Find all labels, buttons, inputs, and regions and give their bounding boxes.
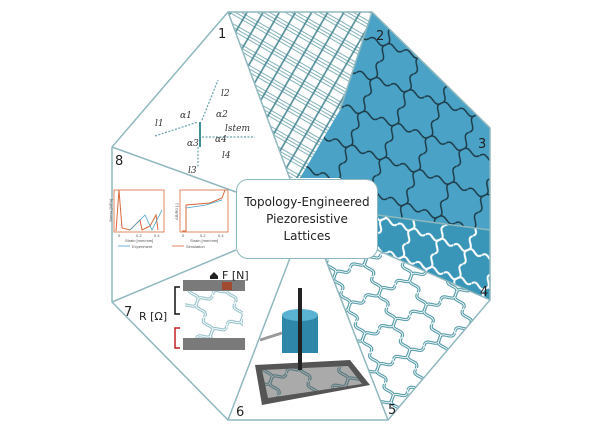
xtick: 0: [182, 233, 185, 238]
panel-8-plots: 0 0.2 0.4 0 0.2 0.4 Strain [mm/mm] Strai…: [108, 189, 229, 249]
segment-label-6: 6: [236, 405, 244, 420]
segment-label-3: 3: [478, 137, 486, 152]
segment-3-puzzle: [300, 12, 490, 230]
title-line: Lattices: [283, 228, 331, 243]
label-alpha3: α3: [187, 139, 199, 149]
segment-5-lattice: [325, 250, 490, 420]
segment-label-4: 4: [480, 285, 488, 300]
label-alpha1: α1: [180, 111, 192, 121]
title-line: Piezoresistive: [266, 211, 348, 226]
segment-dividers: [111, 11, 491, 421]
xtick: 0: [118, 233, 121, 238]
label-l1: l1: [155, 119, 164, 129]
panel-6-setup: [255, 288, 370, 405]
segment-label-5: 5: [388, 403, 396, 418]
legend-simulation: Simulation: [186, 244, 205, 249]
segment-4-puzzle: [377, 215, 490, 300]
label-l3: l3: [188, 166, 197, 176]
panel-7-sensor: F [N] R [Ω]: [139, 269, 249, 350]
center-title-box: Topology-Engineered Piezoresistive Latti…: [236, 179, 378, 259]
legend-experiment: Experiment: [132, 244, 153, 249]
ylabel-left: Stress [MPa]: [108, 199, 113, 222]
title-line: Topology-Engineered: [244, 194, 370, 209]
label-l4: l4: [222, 151, 231, 161]
segment-label-2: 2: [376, 29, 384, 44]
label-l2: l2: [221, 89, 230, 99]
segment-label-8: 8: [115, 154, 123, 169]
ylabel-right: ΔR/R0 [-]: [174, 204, 179, 220]
segment-2-pattern: [228, 12, 372, 178]
xtick: 0.2: [200, 233, 206, 238]
label-alpha2: α2: [216, 110, 228, 120]
segment-label-1: 1: [218, 27, 226, 42]
label-alpha4: α4: [215, 135, 227, 145]
segment-label-7: 7: [124, 305, 132, 320]
resistance-label: R [Ω]: [139, 310, 167, 323]
xtick: 0.4: [218, 233, 224, 238]
panel-1-geometry: l1 l2 l3 l4 lstem α1 α2 α3 α4: [154, 79, 255, 176]
force-label: F [N]: [222, 269, 249, 282]
label-lstem: lstem: [225, 124, 250, 134]
xlabel-left: Strain [mm/mm]: [125, 238, 153, 243]
xlabel-right: Strain [mm/mm]: [190, 238, 218, 243]
xtick: 0.2: [136, 233, 142, 238]
xtick: 0.4: [154, 233, 160, 238]
